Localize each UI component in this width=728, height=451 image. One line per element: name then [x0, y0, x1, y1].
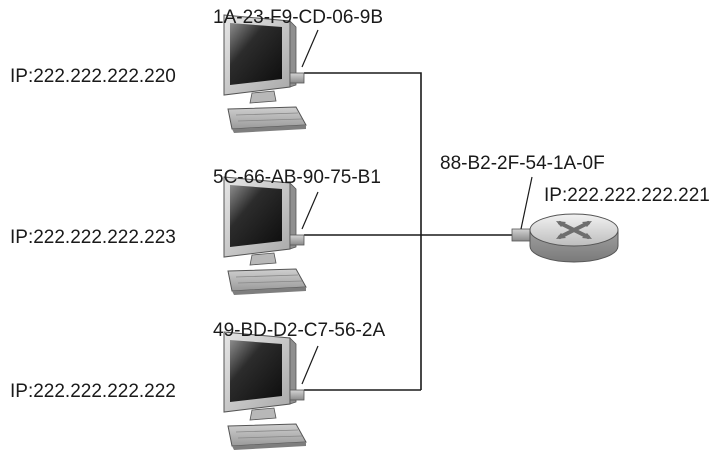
host-2: 5C-66-AB-90-75-B1 IP:222.222.222.223: [10, 167, 381, 296]
router: 88-B2-2F-54-1A-0F IP:222.222.222.221: [440, 153, 710, 263]
router-mac: 88-B2-2F-54-1A-0F: [440, 153, 605, 174]
computer-icon: [223, 176, 307, 296]
router-icon: [511, 213, 619, 263]
router-ip: IP:222.222.222.221: [544, 185, 710, 206]
host-1: 1A-23-F9-CD-06-9B IP:222.222.222.220: [10, 7, 383, 134]
network-links: [304, 72, 515, 391]
host-1-mac: 1A-23-F9-CD-06-9B: [213, 7, 383, 28]
computer-icon: [223, 14, 307, 134]
host-2-ip: IP:222.222.222.223: [10, 227, 176, 248]
computer-icon: [223, 331, 307, 451]
host-3-ip: IP:222.222.222.222: [10, 381, 176, 402]
host-1-ip: IP:222.222.222.220: [10, 66, 176, 87]
host-3: 49-BD-D2-C7-56-2A IP:222.222.222.222: [10, 320, 385, 451]
link-host-1: [304, 72, 422, 390]
host-3-mac: 49-BD-D2-C7-56-2A: [213, 320, 385, 341]
host-2-mac: 5C-66-AB-90-75-B1: [213, 167, 381, 188]
